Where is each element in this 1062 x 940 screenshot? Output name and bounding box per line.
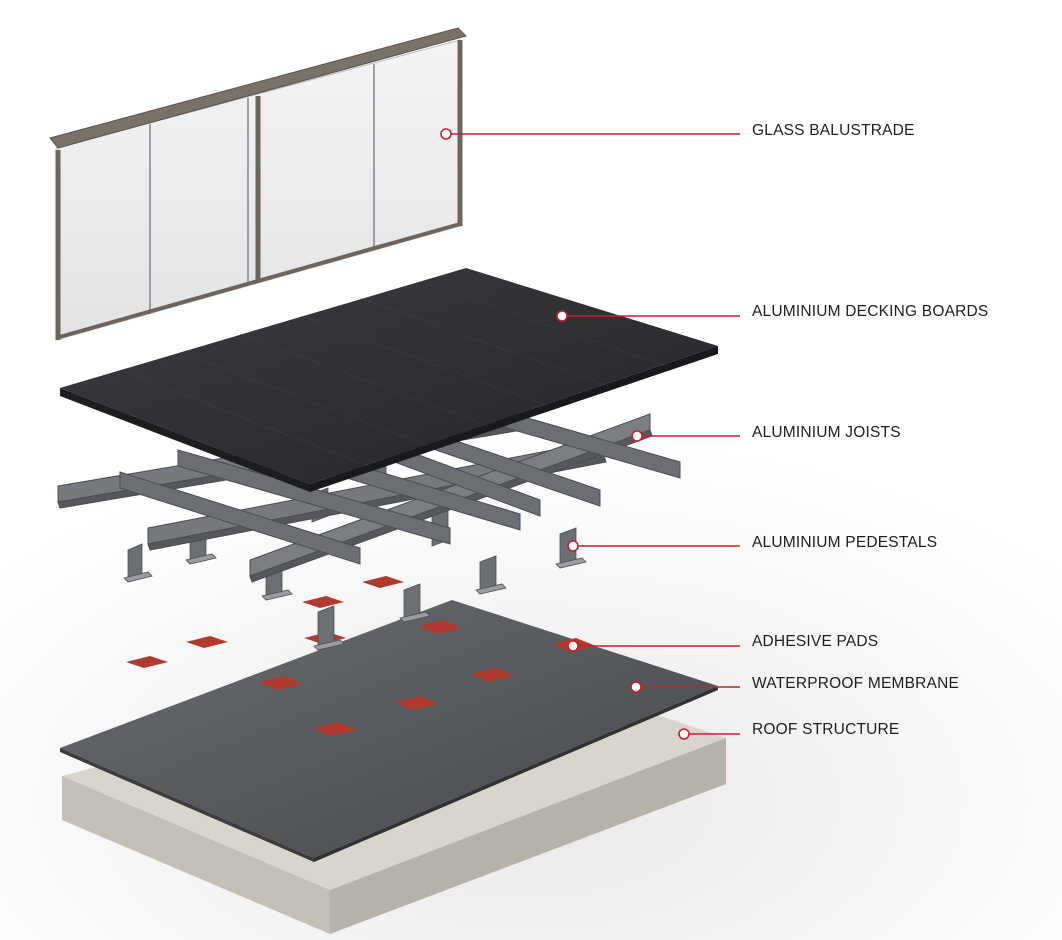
label-aluminium-pedestals: ALUMINIUM PEDESTALS bbox=[752, 534, 938, 551]
label-waterproof-membrane: WATERPROOF MEMBRANE bbox=[752, 675, 960, 692]
callout-marker-joists bbox=[631, 430, 643, 442]
callout-marker-pads bbox=[567, 640, 579, 652]
callout-marker-decking bbox=[556, 310, 568, 322]
callout-lines bbox=[440, 128, 740, 740]
callout-marker-membrane bbox=[630, 681, 642, 693]
label-roof-structure: ROOF STRUCTURE bbox=[752, 721, 900, 738]
callout-marker-glass bbox=[440, 128, 452, 140]
label-aluminium-joists: ALUMINIUM JOISTS bbox=[752, 424, 901, 441]
aluminium-decking-boards bbox=[60, 268, 718, 492]
callout-marker-roof bbox=[678, 728, 690, 740]
callout-marker-pedestals bbox=[567, 540, 579, 552]
label-glass-balustrade: GLASS BALUSTRADE bbox=[752, 122, 915, 139]
label-aluminium-decking-boards: ALUMINIUM DECKING BOARDS bbox=[752, 303, 989, 320]
label-adhesive-pads: ADHESIVE PADS bbox=[752, 633, 879, 650]
waterproof-membrane bbox=[60, 600, 718, 862]
glass-balustrade bbox=[49, 27, 467, 341]
